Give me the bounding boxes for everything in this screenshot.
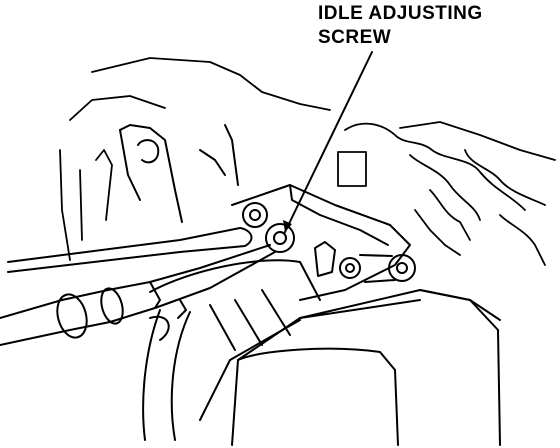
engine-block-right [337,122,546,266]
callout-line-1: IDLE ADJUSTING [318,3,483,24]
cover-panel [231,289,501,446]
callout-line-2: SCREW [318,27,392,48]
throttle-body [231,184,416,301]
screwdriver [0,244,276,346]
engine-bay-outline [59,57,556,261]
callout-label: IDLE ADJUSTING SCREW [318,2,483,50]
leader-line [283,51,373,233]
mounting-bracket [119,124,239,223]
vacuum-hose [7,227,253,273]
